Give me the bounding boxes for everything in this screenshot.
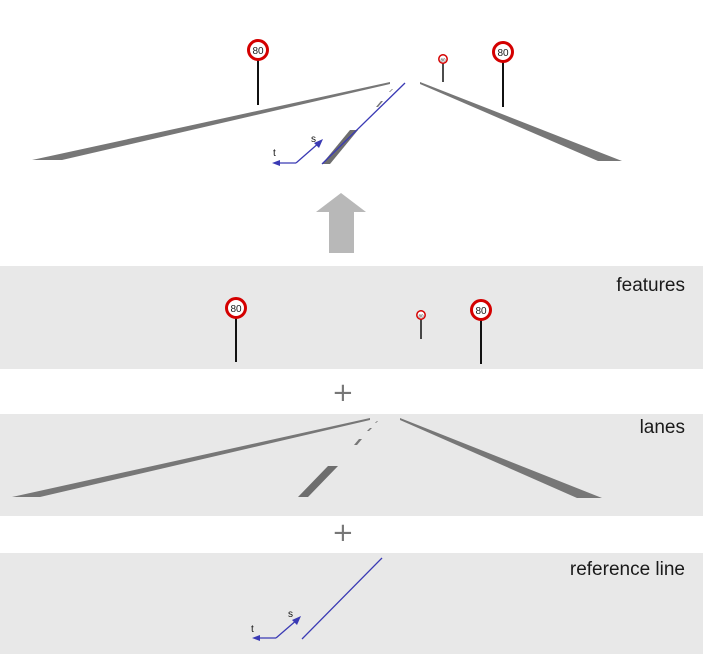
features-speed-sign-right [470,299,492,321]
lanes-center-dash-3 [367,428,372,431]
combined-speed-sign-small [438,54,448,64]
lanes-right-edge-marking [400,418,602,498]
composition-arrow [316,193,366,253]
lanes-left-edge-marking [12,418,370,497]
features-drawing: 80 80 80 [225,297,492,364]
combined-axis-s-arrowhead [314,139,323,148]
lanes-center-dash-2 [354,439,362,445]
features-speed-sign-left [225,297,247,319]
combined-center-dash-3 [389,89,393,92]
features-speed-sign-right-text: 80 [475,306,487,317]
features-layer: features 80 80 80 [0,266,703,369]
combined-speed-sign-right [492,41,514,63]
lanes-drawing [12,418,602,498]
combined-speed-sign-small-text: 80 [440,57,446,62]
reference-line-layer-label: reference line [569,559,685,580]
combined-left-edge-marking [32,82,390,160]
combined-scene: s t 80 80 80 [32,39,622,166]
combined-speed-sign-right-text: 80 [497,48,509,59]
plus-operator-2: + [332,518,354,548]
reference-line [301,557,383,640]
combined-reference-line [321,82,406,165]
lanes-layer-label: lanes [639,417,685,438]
axis-t-label: t [251,624,254,635]
reference-line-layer: reference line s t [0,553,703,654]
combined-center-dash-2 [376,101,383,107]
combined-axis-s-label: s [311,134,316,145]
combined-right-edge-marking [420,82,622,161]
features-speed-sign-left-text: 80 [230,304,242,315]
reference-line-drawing: s t [251,557,383,641]
combined-axis-s [295,141,321,164]
lanes-center-dash-4 [375,421,378,423]
combined-axis-t-arrowhead [272,160,280,166]
features-speed-sign-small [416,310,426,320]
axis-s-arrowhead [292,616,301,625]
features-speed-sign-small-text: 80 [418,313,424,318]
lanes-center-dash-1 [298,466,338,497]
lanes-layer: lanes [0,414,703,516]
axis-t-arrowhead [252,635,260,641]
axis-s-label: s [288,609,293,620]
plus-operator-1: + [332,378,354,408]
combined-speed-sign-left [247,39,269,61]
features-layer-label: features [616,275,685,296]
combined-axis-t-label: t [273,148,276,159]
up-arrow-icon [316,193,366,253]
combined-speed-sign-left-text: 80 [252,46,264,57]
